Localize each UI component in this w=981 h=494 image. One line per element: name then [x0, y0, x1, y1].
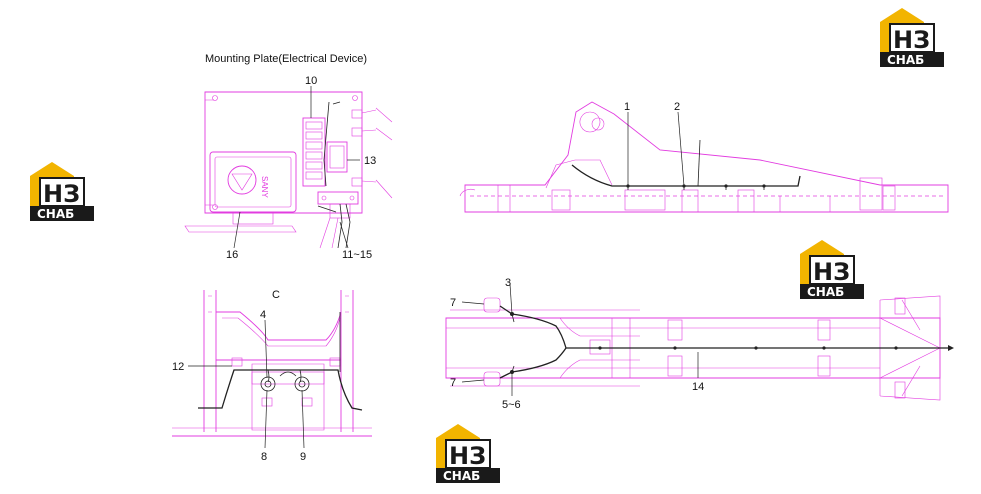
logo-mark: НЗ — [893, 26, 930, 54]
callout-8: 8 — [261, 451, 267, 463]
watermark-logo-left: НЗ СНАБ — [30, 162, 94, 221]
callout-10: 10 — [305, 75, 317, 87]
callout-7-top: 7 — [450, 297, 456, 309]
logo-caption: СНАБ — [443, 469, 480, 483]
mounting-plate-view: SANY — [184, 91, 393, 249]
logo-caption: СНАБ — [807, 285, 844, 299]
watermark-logo-bottom: НЗ СНАБ — [436, 424, 500, 483]
logo-mark: НЗ — [43, 180, 80, 208]
watermark-logo-top-right: НЗ СНАБ — [880, 8, 944, 67]
leader-lines — [188, 86, 699, 449]
watermark-logo-middle-right: НЗ СНАБ — [800, 240, 864, 299]
callout-16: 16 — [226, 249, 238, 261]
callout-13: 13 — [364, 155, 376, 167]
callout-11-15: 11~15 — [342, 249, 372, 261]
view-c — [172, 290, 372, 437]
callout-7-bottom: 7 — [450, 377, 456, 389]
logo-mark: НЗ — [813, 258, 850, 286]
callout-9: 9 — [300, 451, 306, 463]
callout-4: 4 — [260, 309, 266, 321]
callout-12: 12 — [172, 361, 184, 373]
callout-14: 14 — [692, 381, 704, 393]
logo-mark: НЗ — [449, 442, 486, 470]
logo-caption: СНАБ — [887, 53, 924, 67]
callout-2: 2 — [674, 101, 680, 113]
view-c-label: C — [272, 289, 280, 301]
callout-1: 1 — [624, 101, 630, 113]
callout-5-6: 5~6 — [502, 399, 521, 411]
ecu-brand-label: SANY — [260, 176, 269, 198]
callout-3: 3 — [505, 277, 511, 289]
frame-side-view — [459, 101, 949, 213]
logo-caption: СНАБ — [37, 207, 74, 221]
mounting-plate-title: Mounting Plate(Electrical Device) — [205, 53, 367, 65]
